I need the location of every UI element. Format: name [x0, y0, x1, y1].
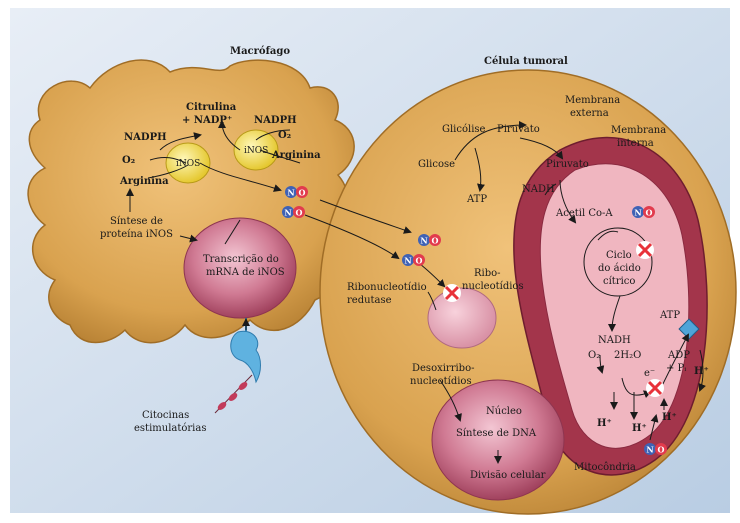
label-transcricao-2: mRNA de iNOS [206, 267, 285, 278]
label-adp-1: ADP [667, 350, 690, 361]
label-membrana-interna-2: interna [617, 138, 654, 149]
label-glicolise: Glicólise [442, 124, 486, 135]
label-o2-left: O₂ [122, 155, 135, 166]
label-ciclo-2: do ácido [598, 263, 641, 274]
label-h-1: H⁺ [597, 418, 612, 429]
label-sintese-dna: Síntese de DNA [456, 428, 537, 439]
label-divisao: Divisão celular [470, 470, 546, 481]
label-nadph-right: NADPH [254, 115, 297, 126]
label-arginina-right: Arginina [271, 150, 321, 161]
label-mito-o2: O₂ [588, 350, 600, 361]
svg-text:N: N [404, 256, 411, 266]
svg-text:O: O [432, 236, 439, 246]
label-mito-piruvato: Piruvato [546, 159, 589, 170]
label-inos-right: iNOS [244, 146, 268, 156]
label-acetil: Acetil Co-A [555, 208, 613, 219]
ribonucleotide-reductase [428, 288, 496, 348]
label-arginina-left: Arginina [119, 176, 169, 187]
label-piruvato-out: Piruvato [497, 124, 540, 135]
label-mitocondria: Mitocôndria [574, 462, 636, 473]
label-mito-h2o: 2H₂O [614, 350, 641, 361]
label-membrana-externa-2: externa [570, 108, 609, 119]
svg-text:O: O [296, 208, 303, 218]
label-mito-atp: ATP [659, 310, 680, 321]
label-h-2: H⁺ [632, 423, 647, 434]
label-nadph-left: NADPH [124, 132, 167, 143]
label-inos-left: iNOS [176, 159, 200, 169]
label-atp-out: ATP [466, 194, 487, 205]
svg-text:N: N [287, 188, 294, 198]
label-ribonucleotidios-2: nucleotídios [462, 281, 524, 292]
label-mito-nadh-mid: NADH [598, 335, 631, 346]
label-mito-nadh-top: NADH [522, 184, 555, 195]
label-ribonucleotidios-1: Ribo- [474, 268, 501, 279]
label-h-4: H⁺ [694, 366, 709, 377]
label-desoxi-1: Desoxirribo- [412, 363, 475, 374]
label-nucleo: Núcleo [486, 406, 522, 417]
label-sintese-2: proteína iNOS [100, 229, 173, 240]
tumor-title: Célula tumoral [484, 56, 568, 67]
label-membrana-externa-1: Membrana [565, 95, 620, 106]
macrophage-title: Macrófago [230, 46, 290, 57]
label-citocinas-2: estimulatórias [134, 423, 206, 434]
svg-text:N: N [646, 445, 653, 455]
label-ribonucleotidio-2: redutase [347, 295, 392, 306]
label-sintese-1: Síntese de [110, 216, 163, 227]
inhibition-mark-etc [646, 379, 664, 397]
label-ciclo-3: cítrico [603, 276, 635, 287]
svg-text:O: O [299, 188, 306, 198]
label-citrulina: Citrulina [186, 102, 237, 113]
label-adp-2: + Pᵢ [666, 363, 686, 374]
label-glicose: Glicose [418, 159, 455, 170]
svg-text:N: N [634, 208, 641, 218]
label-ribonucleotidio-1: Ribonucleotídio [347, 282, 427, 293]
label-nadp: + NADP⁺ [182, 115, 232, 126]
label-transcricao-1: Transcrição do [203, 254, 279, 265]
label-h-3: H⁺ [662, 412, 677, 423]
svg-text:O: O [416, 256, 423, 266]
svg-text:O: O [646, 208, 653, 218]
label-desoxi-2: nucleotídios [410, 376, 472, 387]
inhibition-mark-cycle [636, 241, 654, 259]
svg-text:O: O [658, 445, 665, 455]
label-membrana-interna-1: Membrana [611, 125, 666, 136]
label-citocinas-1: Citocinas [142, 410, 189, 421]
tumor-nucleus [432, 380, 564, 500]
label-mito-e: e⁻ [644, 368, 655, 379]
svg-text:N: N [284, 208, 291, 218]
svg-text:N: N [420, 236, 427, 246]
inhibition-mark-rnr [443, 284, 461, 302]
label-ciclo-1: Ciclo [606, 250, 632, 261]
label-o2-right: O₂ [278, 130, 291, 141]
